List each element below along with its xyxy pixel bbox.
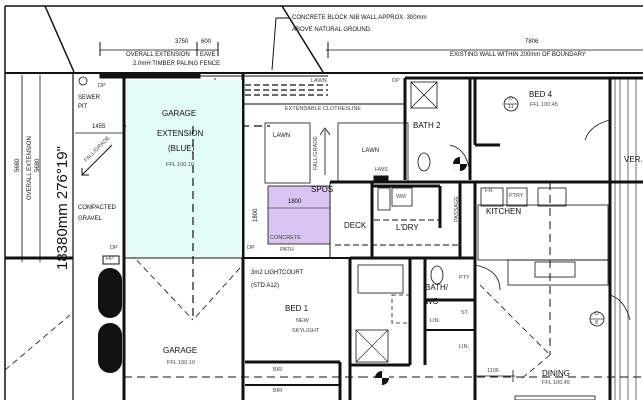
garage-extension-label-2: EXTENSION [157,129,204,138]
car-icon [98,268,122,318]
bath2-label: BATH 2 [413,121,441,130]
fall-grade-mid: FALL/GRADE [313,136,319,170]
bath-wc-label-2: WC [425,297,439,306]
dim-extension-label: OVERALL EXTENSION [126,52,190,58]
dp-label: DP [110,245,118,251]
path-label: PATH [280,247,294,253]
gravel-label-2: GRAVEL [78,216,102,222]
bed1-label: BED 1 [285,304,309,313]
kitchen-label: KITCHEN [486,207,522,216]
linen-label: LIN. [430,318,441,324]
spos-label: SPOS [311,185,334,194]
wm-label: WM [396,194,406,200]
garage-extension-label: GARAGE [162,109,197,118]
skylight-note: NEW [296,318,309,324]
garage-extension-ffl: FFL 100.10 [166,162,194,168]
deck-label: DECK [344,221,367,230]
door-tag-number: 11 [508,104,514,110]
sewer-pit-label: SEWER [78,95,101,101]
car-icon [98,323,122,373]
clothesline-label: EXTENDABLE CLOTHESLINE [285,106,362,112]
dim-dining: 1106 [487,368,499,374]
fridge-label: FR. [485,188,494,194]
dim-left-label: OVERALL EXTENSION [27,136,33,200]
pantry-label: PTRY [509,193,524,199]
nib-wall-note: CONCRETE BLOCK NIB WALL APPROX. 300mm [292,15,427,21]
dim-left-value: 5680 [15,158,21,172]
door-tag-letter: D [509,96,513,102]
verandah-label: VER. [624,155,643,164]
linen-label-2: LIN. [459,344,470,350]
sewer-pit-label-2: PIT [78,104,88,110]
dim-side-gap: 1455 [92,124,106,130]
pty-label: PTY [459,275,470,281]
sewer-pit-icon [78,76,88,86]
skylight-note-2: SKYLIGHT [292,328,320,334]
lawn-right-label: LAWN [362,148,380,154]
door-tag-letter: D [595,311,599,317]
dim-eave-label: EAVE [200,52,216,58]
door-tag-number: 8 [595,320,599,326]
nib-wall-note-2: ABOVE NATURAL GROUND. [292,27,372,33]
boundary-bearing: 18380mm 276°19" [54,146,71,270]
bir-label-2: BIR [273,388,283,394]
dim-eave-value: 600 [201,39,212,45]
dining-ffl: FFL 100.45 [542,380,570,386]
dim-spos-width: 1800 [288,199,302,205]
laundry-label: L'DRY [396,223,419,232]
gravel-label: COMPACTED [78,205,116,211]
dp-label: DP [392,78,400,84]
dp-label: DP [98,83,106,89]
dim-spos-depth: 1800 [253,208,259,222]
dp-label: DP [247,245,255,251]
garage-extension-area [126,80,242,257]
dim-boundary-value: 7806 [525,39,539,45]
dining-label: DINING [542,369,570,378]
concrete-label: CONCRETE [270,235,301,241]
lightcourt-note: 3m2 LIGHTCOURT [251,270,304,276]
garage-ffl: FFL 100.10 [167,360,195,366]
spos-lightcourt-area [267,185,331,245]
dim-extension-value: 3750 [175,39,189,45]
lawn-top-label: LAWN [311,78,327,84]
store-label: ST. [461,310,469,316]
bed4-ffl: FFL 100.45 [530,102,558,108]
fence-note: 2.0mH TIMBER PALING FENCE [133,61,221,67]
garage-label: GARAGE [163,346,198,355]
bath-wc-label: BATH/ [425,283,448,292]
hws-label: HWS [375,167,388,173]
garage-extension-label-3: (BLUE) [168,144,195,153]
rp-label: RP [106,256,114,262]
bir-label: BIR [273,367,283,373]
lightcourt-note-2: (STD A12) [251,283,280,289]
lawn-left-label: LAWN [273,133,291,139]
dim-boundary-label: EXISTING WALL WITHIN 200mm OF BOUNDARY [450,52,586,58]
dim-left-value-2: 5680 [35,158,41,172]
bed4-label: BED 4 [529,90,553,99]
passage-label: PASSAGE [454,196,460,222]
